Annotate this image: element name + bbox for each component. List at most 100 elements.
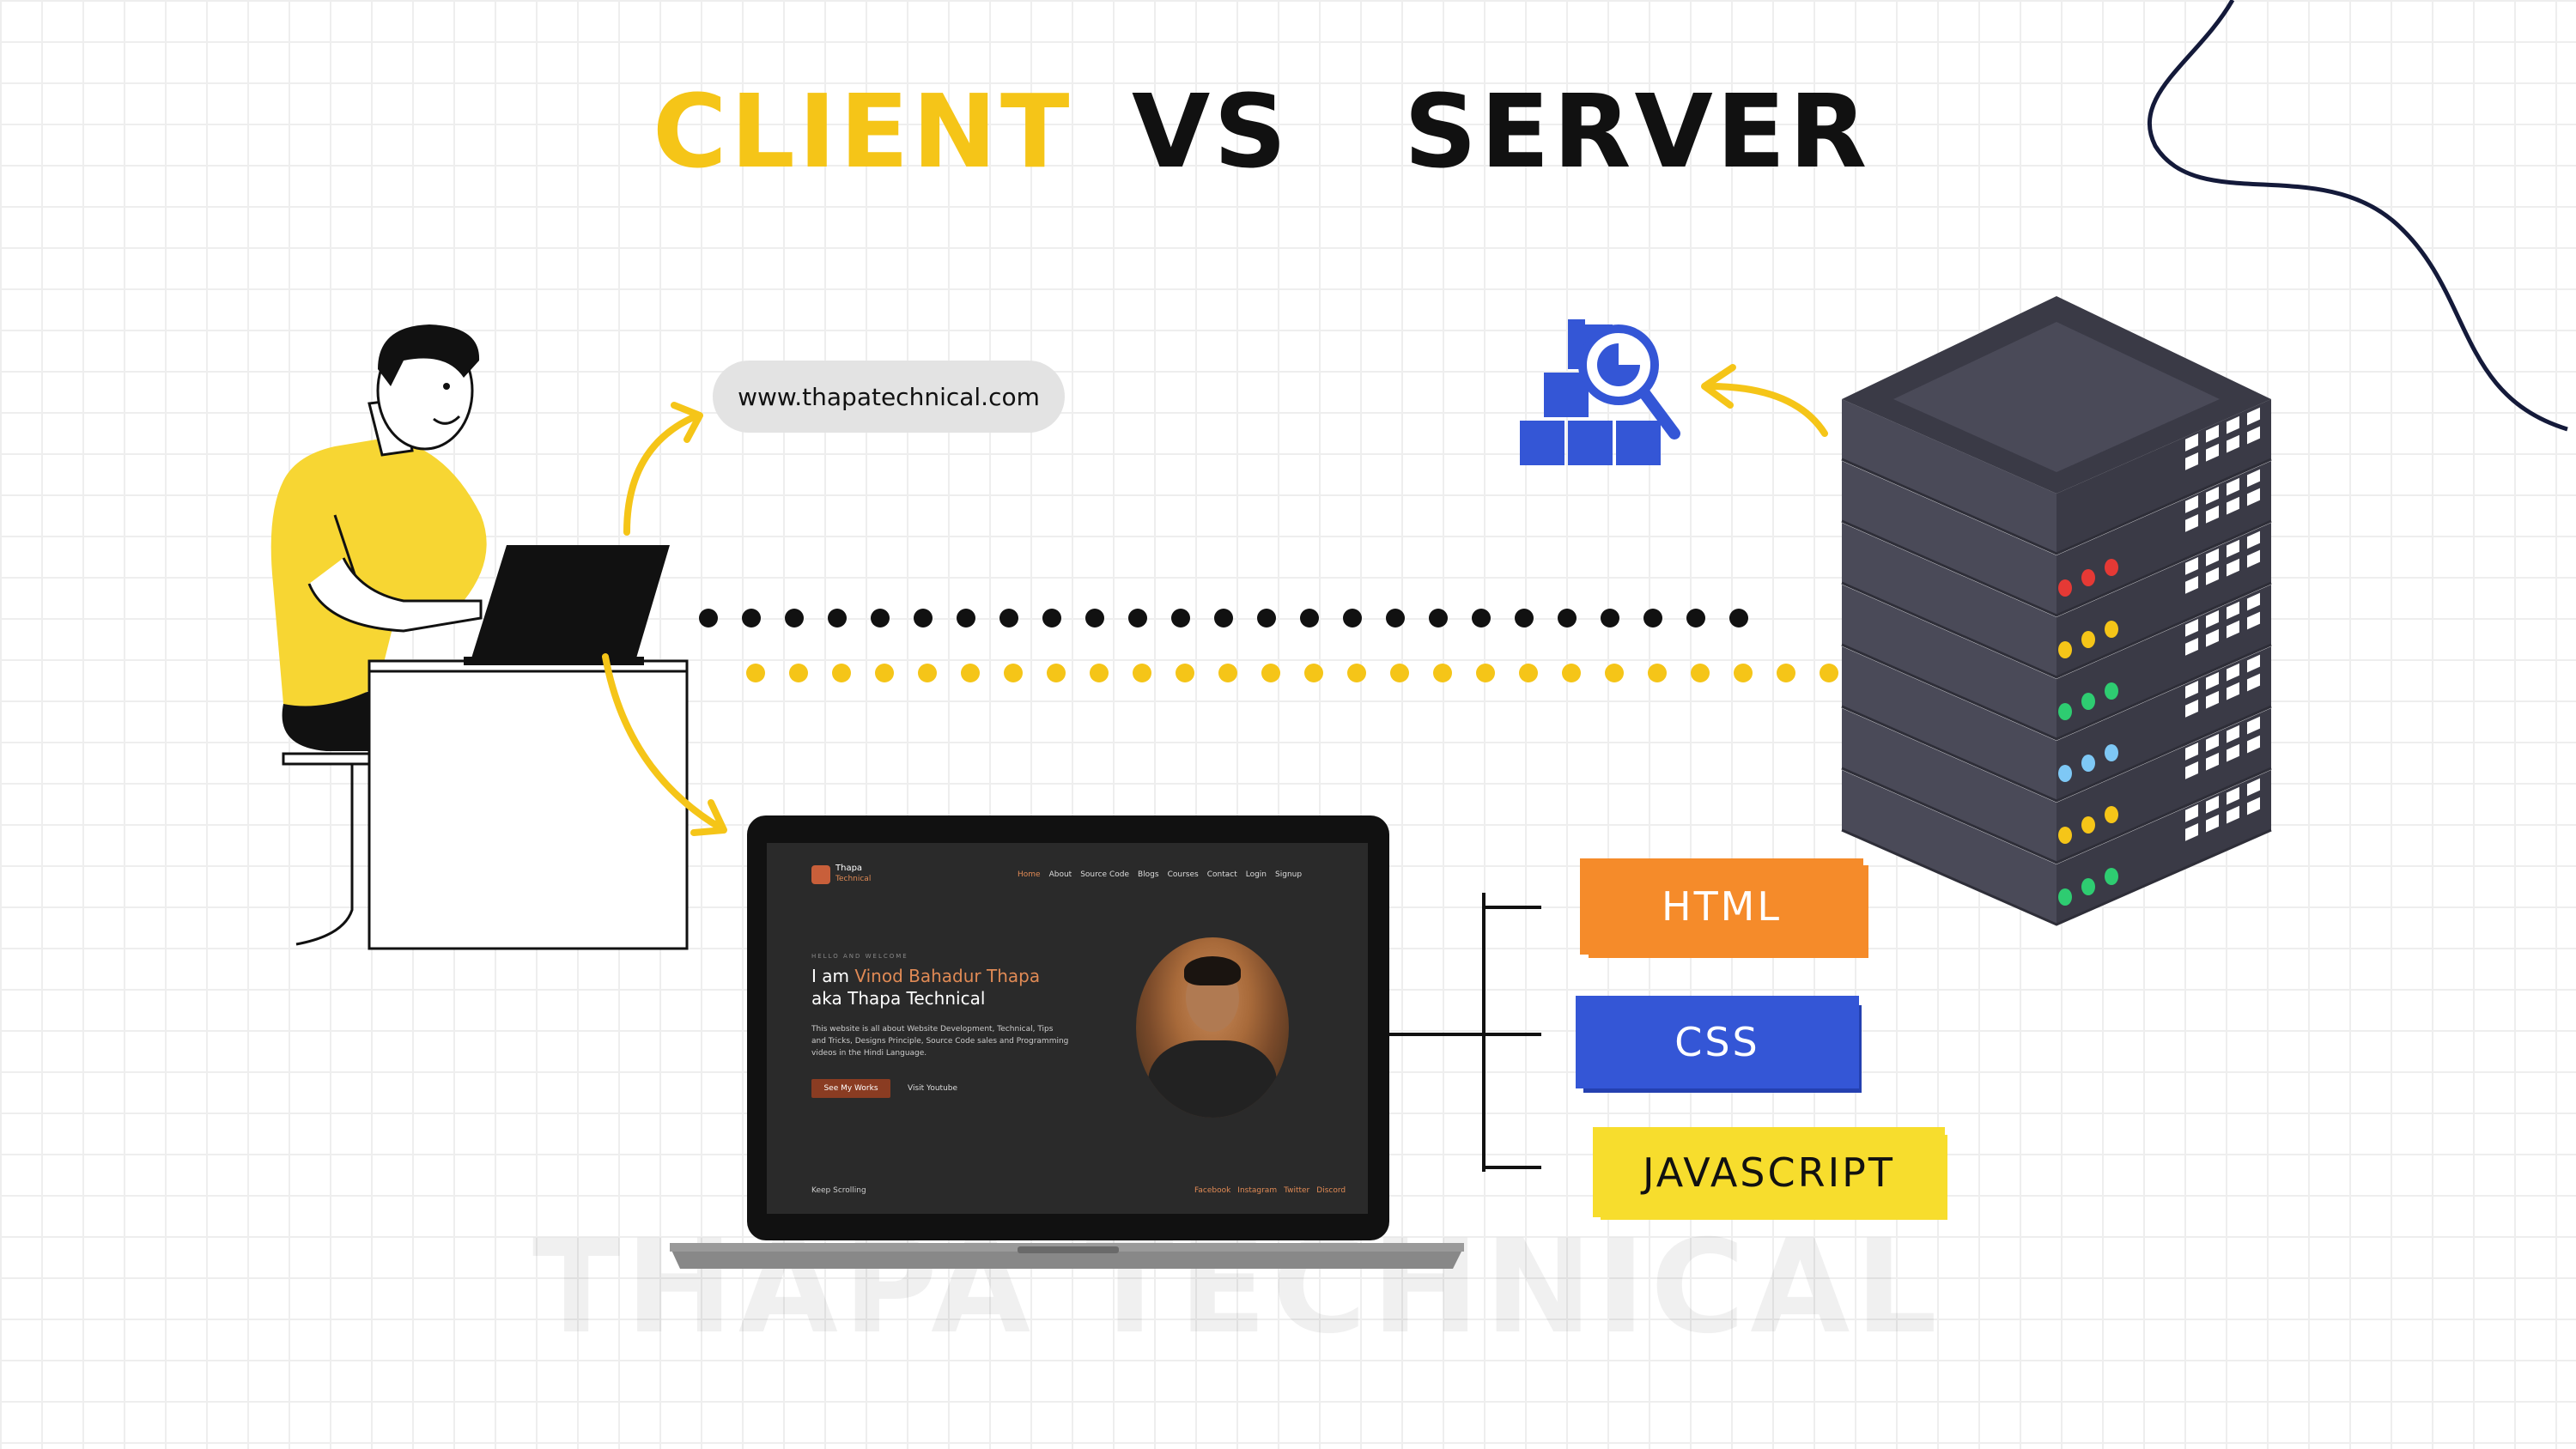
dot-black: [742, 609, 761, 627]
dot-black: [1558, 609, 1577, 627]
dot-black: [1429, 609, 1448, 627]
dot-yellow: [1476, 664, 1495, 682]
server-vent: [2206, 671, 2219, 690]
server-vent: [2185, 823, 2198, 841]
server-vent: [2206, 814, 2219, 833]
dot-yellow: [1777, 664, 1795, 682]
server-vent: [2247, 716, 2260, 735]
server-vent: [2247, 778, 2260, 797]
server-top-inner: [1893, 322, 2220, 472]
javascript-tag: JAVASCRIPT: [1597, 1131, 1941, 1213]
nav-source-code[interactable]: Source Code: [1080, 870, 1129, 879]
server-vent: [2247, 611, 2260, 630]
dot-black: [1128, 609, 1147, 627]
site-description: This website is all about Website Develo…: [811, 1025, 1069, 1058]
nav-about[interactable]: About: [1048, 870, 1072, 879]
social-discord[interactable]: Discord: [1316, 1186, 1346, 1195]
server-vent: [2247, 426, 2260, 445]
dot-yellow: [1562, 664, 1581, 682]
dot-yellow: [1047, 664, 1066, 682]
dot-black: [1214, 609, 1233, 627]
dot-yellow: [961, 664, 980, 682]
dot-black: [1171, 609, 1190, 627]
dot-black: [957, 609, 975, 627]
site-brand-sub: Technical: [835, 875, 872, 883]
server-vent: [2185, 804, 2198, 822]
social-twitter[interactable]: Twitter: [1284, 1186, 1310, 1195]
nav-login[interactable]: Login: [1245, 870, 1267, 879]
dot-yellow: [1090, 664, 1109, 682]
server-vent: [2247, 530, 2260, 549]
visit-youtube-link[interactable]: Visit Youtube: [908, 1084, 958, 1093]
title-server: SERVER: [1404, 72, 1871, 191]
nav-courses[interactable]: Courses: [1167, 870, 1199, 879]
dot-black: [828, 609, 847, 627]
server-vent: [2227, 415, 2239, 434]
dot-black: [785, 609, 804, 627]
server-light: [2105, 621, 2118, 638]
server-rack: [1841, 296, 2272, 926]
dot-yellow: [1734, 664, 1753, 682]
profile-photo: [1136, 937, 1289, 1118]
dot-black: [1085, 609, 1104, 627]
server-light: [2081, 631, 2095, 648]
server-vent: [2185, 619, 2198, 637]
url-bar[interactable]: www.thapatechnical.com: [713, 361, 1065, 433]
server-vent: [2185, 761, 2198, 779]
server-vent: [2185, 700, 2198, 718]
see-my-works-button[interactable]: See My Works: [811, 1079, 890, 1098]
server-light: [2058, 765, 2072, 782]
dot-black: [1386, 609, 1405, 627]
server-vent: [2227, 539, 2239, 558]
social-instagram[interactable]: Instagram: [1237, 1186, 1278, 1195]
server-light: [2058, 579, 2072, 597]
server-vent: [2227, 663, 2239, 682]
server-light: [2105, 559, 2118, 576]
dot-yellow: [918, 664, 937, 682]
decorative-curve: [2148, 0, 2568, 432]
dot-yellow: [1004, 664, 1023, 682]
server-vent: [2247, 735, 2260, 754]
server-unit-left: [1842, 708, 2057, 863]
dot-yellow: [1133, 664, 1151, 682]
server-vent: [2227, 786, 2239, 805]
server-vent: [2206, 486, 2219, 505]
dot-black: [1643, 609, 1662, 627]
server-light: [2105, 868, 2118, 885]
server-light: [2058, 703, 2072, 720]
nav-home[interactable]: Home: [1018, 870, 1041, 879]
server-unit-left: [1842, 770, 2057, 925]
nav-signup[interactable]: Signup: [1275, 870, 1303, 879]
server-vent: [2185, 576, 2198, 594]
server-vent: [2185, 557, 2198, 575]
tech-bracket: [1346, 893, 1541, 1172]
server-unit-left: [1842, 646, 2057, 801]
server-vent: [2247, 592, 2260, 611]
dot-black: [1343, 609, 1362, 627]
server-vent: [2206, 628, 2219, 647]
server-unit-right: [2057, 770, 2271, 925]
social-facebook[interactable]: Facebook: [1194, 1186, 1231, 1195]
dot-black: [914, 609, 933, 627]
server-vent: [2247, 797, 2260, 815]
site-headline: I am Vinod Bahadur Thapa aka Thapa Techn…: [811, 965, 1095, 1009]
dot-yellow: [1347, 664, 1366, 682]
server-vent: [2185, 433, 2198, 452]
nav-contact[interactable]: Contact: [1206, 870, 1237, 879]
dot-black: [871, 609, 890, 627]
server-vent: [2227, 724, 2239, 743]
server-vent: [2247, 407, 2260, 426]
nav-blogs[interactable]: Blogs: [1138, 870, 1159, 879]
arrow-to-url: [623, 413, 699, 536]
site-brand: Thapa: [835, 864, 863, 873]
social-links: Facebook Instagram Twitter Discord: [1194, 1186, 1346, 1195]
server-vent: [2206, 752, 2219, 771]
server-unit-right: [2057, 461, 2271, 615]
server-light: [2105, 806, 2118, 823]
dot-black: [1729, 609, 1748, 627]
site-logo-icon: [811, 865, 830, 884]
server-light: [2081, 693, 2095, 710]
dot-yellow: [1176, 664, 1194, 682]
photo-shirt: [1148, 1040, 1277, 1118]
server-unit-left: [1842, 523, 2057, 677]
